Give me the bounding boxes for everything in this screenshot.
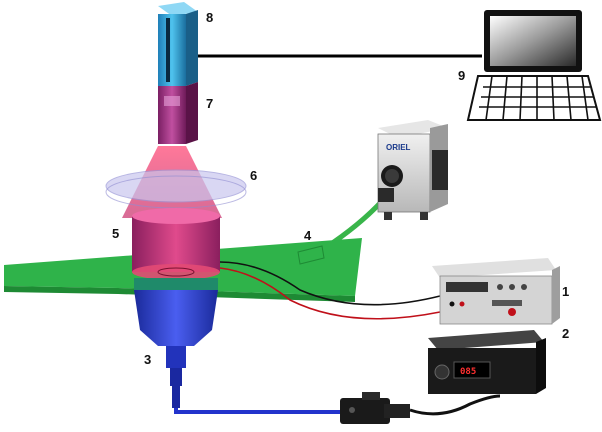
pump-controller[interactable]: 085 [428, 330, 546, 394]
electrolyte-reservoir [134, 278, 218, 408]
label-1-potentiostat: 1 [562, 284, 569, 299]
potentiostat[interactable] [432, 258, 560, 325]
label-9-computer: 9 [458, 68, 465, 83]
label-6-lens: 6 [250, 168, 257, 183]
pump-power-cable [409, 394, 501, 416]
laptop-computer[interactable] [466, 10, 602, 121]
collection-lens [105, 169, 247, 203]
label-4-fiber: 4 [304, 228, 312, 243]
ccd-camera [158, 2, 198, 86]
pump-head [340, 392, 410, 424]
electrode-wire-black [219, 261, 441, 306]
label-5-cell: 5 [112, 226, 119, 241]
label-2-controller: 2 [562, 326, 569, 341]
meter-display: 085 [460, 367, 476, 377]
fiber-coupler [297, 245, 325, 265]
oriel-light-source: ORIEL [377, 120, 448, 220]
laptop-keyboard [479, 75, 596, 121]
label-3-reservoir: 3 [144, 352, 151, 367]
lamp-brand-label: ORIEL [386, 143, 411, 152]
label-8-camera: 8 [206, 10, 213, 25]
image-intensifier [158, 82, 198, 144]
electrode-wire-red [219, 267, 441, 320]
label-7-intensifier: 7 [206, 96, 213, 111]
electrochemical-cell [132, 208, 220, 280]
outlet-tube [174, 408, 340, 414]
